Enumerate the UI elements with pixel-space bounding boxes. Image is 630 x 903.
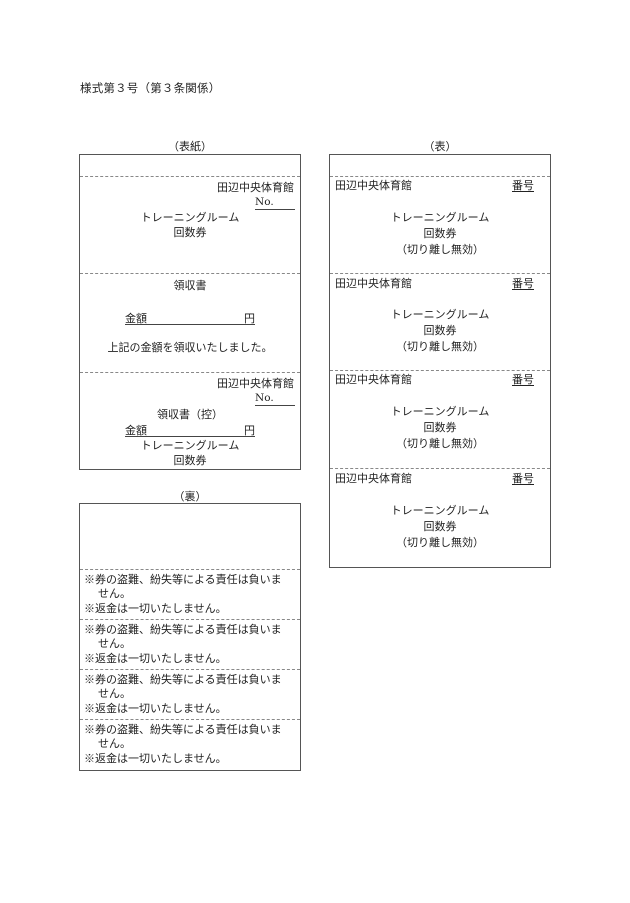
stub-amount-field: 金額 円: [125, 422, 255, 437]
front-divider-2: [330, 273, 550, 274]
ticket-1: 田辺中央体育館 番号 トレーニングルーム 回数券 （切り離し無効）: [330, 177, 550, 273]
receipt-title: 領収書: [173, 279, 207, 292]
stub-no-field: No.: [255, 392, 295, 406]
cover-panel: 田辺中央体育館 No. トレーニングルーム 回数券 領収書 金額 円 上記の金額…: [79, 154, 301, 470]
front-divider-1: [330, 176, 550, 177]
form-title: 様式第３号（第３条関係）: [80, 81, 221, 95]
receipt-message: 上記の金額を領収いたしました。: [107, 341, 273, 354]
notice-refund-line: ※返金は一切いたしません。: [84, 752, 227, 765]
stub-no-label: No.: [255, 392, 274, 404]
cover-divider-1: [80, 176, 300, 177]
notice-theft-line: ※券の盗難、紛失等による責任は負いま: [84, 623, 282, 636]
ticket-facility: 田辺中央体育館: [335, 373, 412, 386]
ticket-note: （切り離し無効）: [396, 536, 484, 549]
back-divider-3: [80, 669, 300, 670]
notice-refund-line: ※返金は一切いたしません。: [84, 702, 227, 715]
stub-title: 領収書（控）: [157, 408, 223, 421]
notice-theft-line: ※券の盗難、紛失等による責任は負いま: [84, 573, 282, 586]
notice-theft-line: ※券の盗難、紛失等による責任は負いま: [84, 673, 282, 686]
back-divider-4: [80, 719, 300, 720]
cover-room: トレーニングルーム: [140, 211, 240, 224]
ticket-number-label: 番号: [512, 277, 534, 290]
front-divider-3: [330, 370, 550, 371]
notice-theft-line: ※券の盗難、紛失等による責任は負いま: [84, 723, 282, 736]
front-panel: 田辺中央体育館 番号 トレーニングルーム 回数券 （切り離し無効） 田辺中央体育…: [329, 154, 551, 568]
cover-ticket: 回数券: [173, 226, 207, 239]
ticket-number-label: 番号: [512, 472, 534, 485]
stub-ticket: 回数券: [173, 454, 207, 467]
ticket-room: トレーニングルーム: [390, 504, 490, 517]
ticket-note: （切り離し無効）: [396, 243, 484, 256]
back-divider-2: [80, 619, 300, 620]
ticket-type: 回数券: [423, 421, 457, 434]
stub-amount-label: 金額: [125, 424, 147, 437]
ticket-type: 回数券: [423, 227, 457, 240]
notice-theft-cont: せん。: [98, 587, 131, 600]
notice-theft-cont: せん。: [98, 687, 131, 700]
ticket-room: トレーニングルーム: [390, 308, 490, 321]
front-caption: （表）: [423, 140, 457, 153]
cover-no-field: No.: [255, 196, 295, 210]
ticket-room: トレーニングルーム: [390, 211, 490, 224]
ticket-3: 田辺中央体育館 番号 トレーニングルーム 回数券 （切り離し無効）: [330, 371, 550, 467]
stub-yen-label: 円: [244, 424, 255, 437]
cover-divider-2: [80, 273, 300, 274]
notice-refund-line: ※返金は一切いたしません。: [84, 602, 227, 615]
back-divider-1: [80, 569, 300, 570]
ticket-room: トレーニングルーム: [390, 405, 490, 418]
notice-theft-cont: せん。: [98, 737, 131, 750]
ticket-4: 田辺中央体育館 番号 トレーニングルーム 回数券 （切り離し無効）: [330, 469, 550, 565]
ticket-facility: 田辺中央体育館: [335, 277, 412, 290]
back-caption: （裏）: [173, 490, 207, 503]
notice-theft-cont: せん。: [98, 637, 131, 650]
ticket-note: （切り離し無効）: [396, 340, 484, 353]
ticket-number-label: 番号: [512, 373, 534, 386]
back-panel: ※券の盗難、紛失等による責任は負いま せん。 ※返金は一切いたしません。 ※券の…: [79, 503, 301, 771]
cover-caption: （表紙）: [168, 140, 212, 153]
front-divider-4: [330, 468, 550, 469]
ticket-type: 回数券: [423, 324, 457, 337]
ticket-2: 田辺中央体育館 番号 トレーニングルーム 回数券 （切り離し無効）: [330, 274, 550, 370]
cover-no-label: No.: [255, 196, 274, 208]
ticket-number-label: 番号: [512, 179, 534, 192]
cover-facility: 田辺中央体育館: [217, 181, 294, 194]
ticket-type: 回数券: [423, 520, 457, 533]
cover-divider-3: [80, 372, 300, 373]
stub-room: トレーニングルーム: [140, 439, 240, 452]
receipt-yen-label: 円: [244, 312, 255, 325]
receipt-amount-field: 金額 円: [125, 310, 255, 325]
receipt-amount-label: 金額: [125, 312, 147, 325]
stub-facility: 田辺中央体育館: [217, 377, 294, 390]
ticket-facility: 田辺中央体育館: [335, 472, 412, 485]
ticket-note: （切り離し無効）: [396, 437, 484, 450]
ticket-facility: 田辺中央体育館: [335, 179, 412, 192]
notice-refund-line: ※返金は一切いたしません。: [84, 652, 227, 665]
